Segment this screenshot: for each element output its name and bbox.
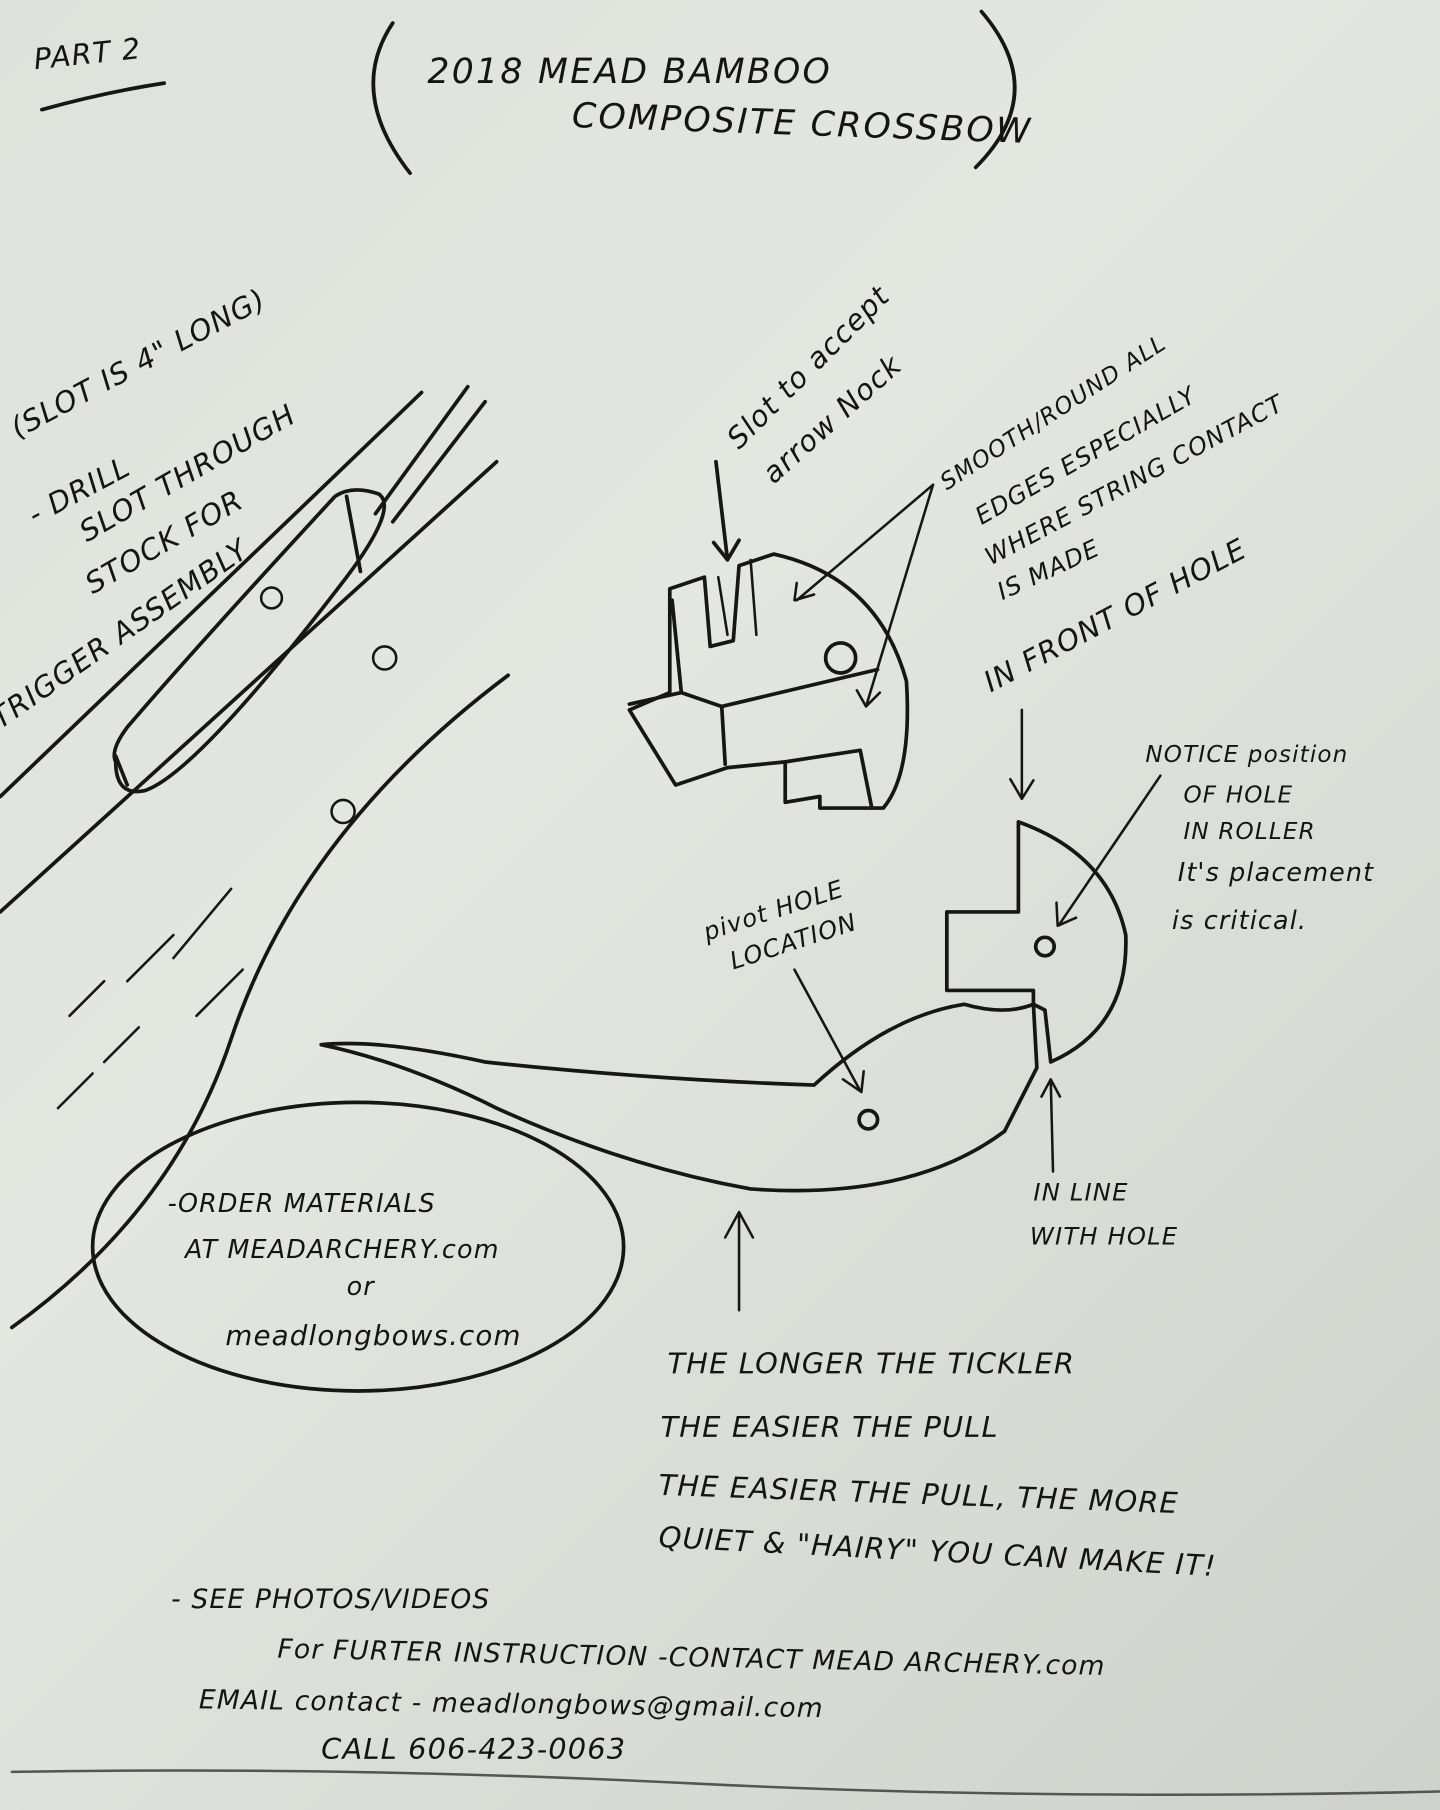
footer-line-3: EMAIL contact - meadlongbows@gmail.com — [199, 1684, 824, 1724]
tickler-line-4: QUIET & "HAIRY" YOU CAN MAKE IT! — [658, 1520, 1218, 1583]
footer-line-1: - SEE PHOTOS/VIDEOS — [171, 1584, 490, 1615]
title-left-paren — [371, 21, 412, 175]
roller-note-2: OF HOLE — [1183, 782, 1293, 808]
slot-length-note: (SLOT IS 4" LONG) — [5, 282, 271, 445]
title-right-paren — [973, 9, 1017, 170]
order-line-2: AT MEADARCHERY.com — [183, 1234, 500, 1264]
stock-drawing — [0, 384, 511, 1330]
tickler-line-3: THE EASIER THE PULL, THE MORE — [658, 1468, 1179, 1520]
trigger-slot — [112, 488, 387, 794]
nut-drawing — [627, 459, 1035, 810]
roller-note-5: is critical. — [1172, 905, 1307, 935]
order-line-4: meadlongbows.com — [225, 1319, 521, 1352]
order-line-3: or — [347, 1271, 376, 1301]
page-fold-line — [10, 1769, 1440, 1797]
roller-note-1: NOTICE position — [1145, 742, 1348, 768]
title-line1: 2018 MEAD BAMBOO — [427, 52, 832, 92]
roller-note-3: IN ROLLER — [1183, 819, 1315, 845]
inline-note-1: IN LINE — [1033, 1178, 1128, 1207]
inline-note-2: WITH HOLE — [1030, 1221, 1178, 1250]
tickler-line-1: THE LONGER THE TICKLER — [667, 1347, 1075, 1381]
tickler-line-2: THE EASIER THE PULL — [661, 1410, 999, 1444]
footer-line-2: For FURTER INSTRUCTION -CONTACT MEAD ARC… — [277, 1634, 1106, 1682]
footer-line-4: CALL 606-423-0063 — [321, 1732, 626, 1766]
order-materials-ellipse — [90, 1100, 626, 1393]
roller-note-4: It's placement — [1178, 857, 1375, 887]
part-underline — [39, 81, 167, 112]
title-line2: COMPOSITE CROSSBOW — [571, 96, 1033, 152]
part-label: PART 2 — [32, 31, 143, 76]
trigger-drawing — [319, 774, 1162, 1312]
order-line-1: -ORDER MATERIALS — [168, 1188, 436, 1218]
